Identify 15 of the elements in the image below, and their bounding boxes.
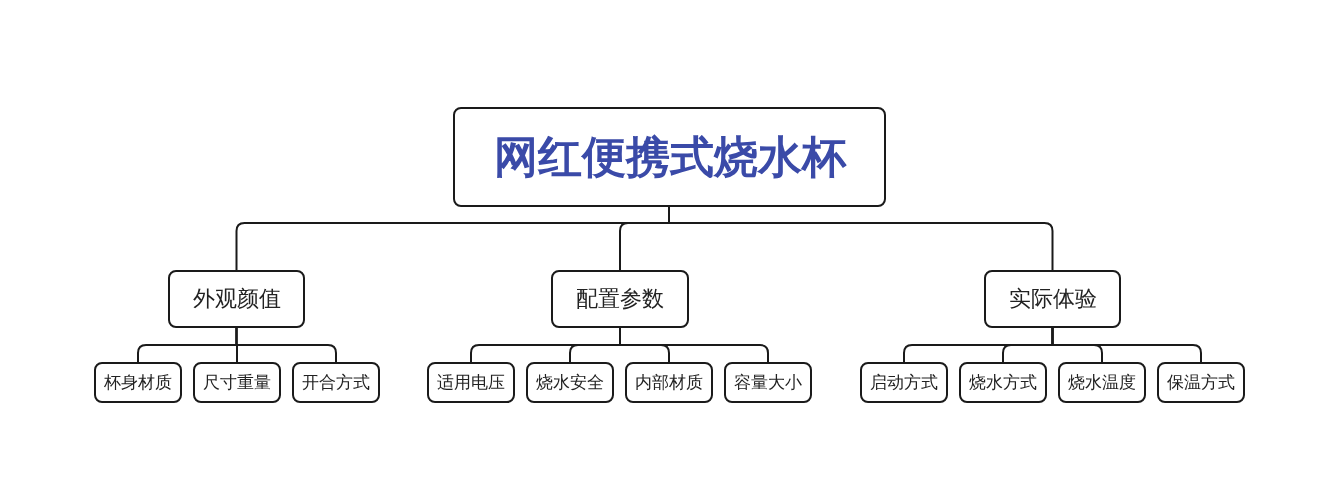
category-box: 实际体验 — [984, 270, 1121, 328]
item-box: 保温方式 — [1157, 362, 1245, 403]
item-box: 烧水安全 — [526, 362, 614, 403]
item-box: 开合方式 — [292, 362, 380, 403]
item-box: 尺寸重量 — [193, 362, 281, 403]
item-box: 内部材质 — [625, 362, 713, 403]
item-box: 适用电压 — [427, 362, 515, 403]
item-box: 启动方式 — [860, 362, 948, 403]
item-box: 容量大小 — [724, 362, 812, 403]
item-box: 烧水温度 — [1058, 362, 1146, 403]
title-box: 网红便携式烧水杯 — [453, 107, 886, 207]
item-box: 烧水方式 — [959, 362, 1047, 403]
item-box: 杯身材质 — [94, 362, 182, 403]
category-box: 配置参数 — [551, 270, 689, 328]
category-box: 外观颜值 — [168, 270, 305, 328]
